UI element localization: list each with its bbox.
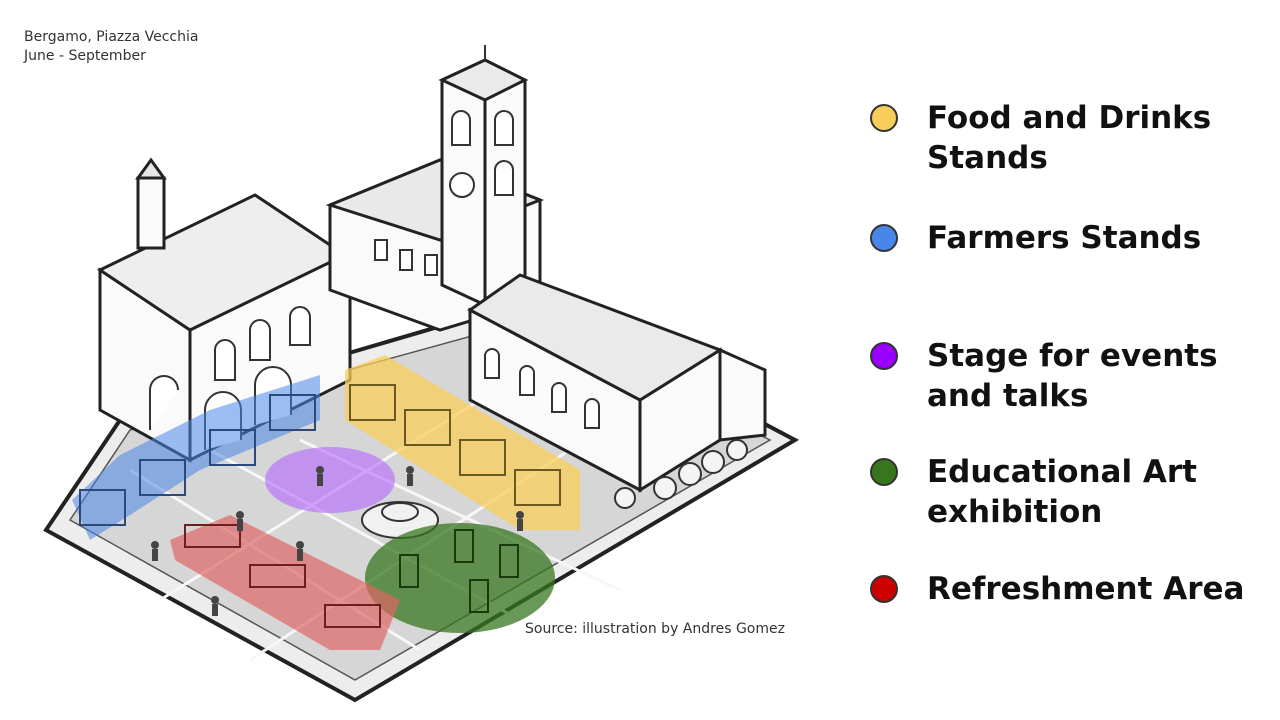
purple-dot-icon (870, 342, 898, 370)
legend-item-farmers: Farmers Stands (870, 218, 1267, 258)
piazza-illustration (0, 0, 820, 720)
legend-label-farmers: Farmers Stands (927, 218, 1267, 258)
art-exhibition-zone (365, 523, 555, 633)
legend-label-stage: Stage for events and talks (927, 336, 1267, 416)
green-dot-icon (870, 458, 898, 486)
legend-item-food: Food and Drinks Stands (870, 98, 1267, 178)
stage-zone (265, 447, 395, 513)
red-dot-icon (870, 575, 898, 603)
legend-item-stage: Stage for events and talks (870, 336, 1267, 416)
source-credit: Source: illustration by Andres Gomez (525, 620, 785, 639)
yellow-dot-icon (870, 104, 898, 132)
legend-item-refreshment: Refreshment Area (870, 569, 1267, 609)
blue-dot-icon (870, 224, 898, 252)
legend-item-art: Educational Art exhibition (870, 452, 1267, 532)
legend-label-refreshment: Refreshment Area (927, 569, 1267, 609)
legend-label-art: Educational Art exhibition (927, 452, 1267, 532)
legend-label-food: Food and Drinks Stands (927, 98, 1267, 178)
